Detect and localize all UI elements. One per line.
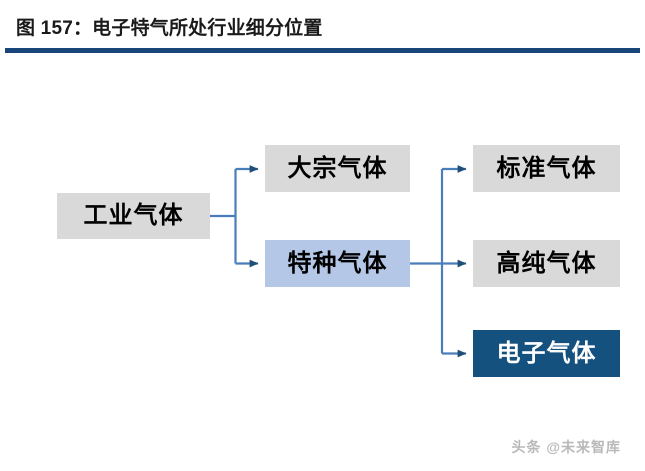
node-standard-gas-label: 标准气体 [496,154,597,182]
edge-industrial-to-level2 [210,165,259,268]
node-standard-gas[interactable]: 标准气体 [473,145,620,192]
node-bulk-gas-label: 大宗气体 [287,154,388,182]
flowchart-diagram: 工业气体 大宗气体 特种气体 标准气体 高纯气体 电子气体 头条 @未来智库 [0,54,645,471]
figure-header: 图 157：电子特气所处行业细分位置 [0,0,645,54]
node-bulk-gas[interactable]: 大宗气体 [265,145,410,192]
node-specialty-gas-label: 特种气体 [287,249,388,277]
title-divider [5,48,640,53]
node-high-purity-gas[interactable]: 高纯气体 [473,240,620,287]
node-industrial-gas[interactable]: 工业气体 [57,193,210,239]
node-electronic-gas[interactable]: 电子气体 [473,330,620,377]
edge-specialty-to-level3 [410,165,467,358]
page-title: 图 157：电子特气所处行业细分位置 [16,18,323,39]
node-industrial-gas-label: 工业气体 [83,202,184,229]
node-specialty-gas[interactable]: 特种气体 [265,240,410,287]
watermark: 头条 @未来智库 [511,439,621,455]
node-electronic-gas-label: 电子气体 [496,339,597,367]
node-high-purity-gas-label: 高纯气体 [496,249,597,277]
connector-layer [210,165,467,358]
